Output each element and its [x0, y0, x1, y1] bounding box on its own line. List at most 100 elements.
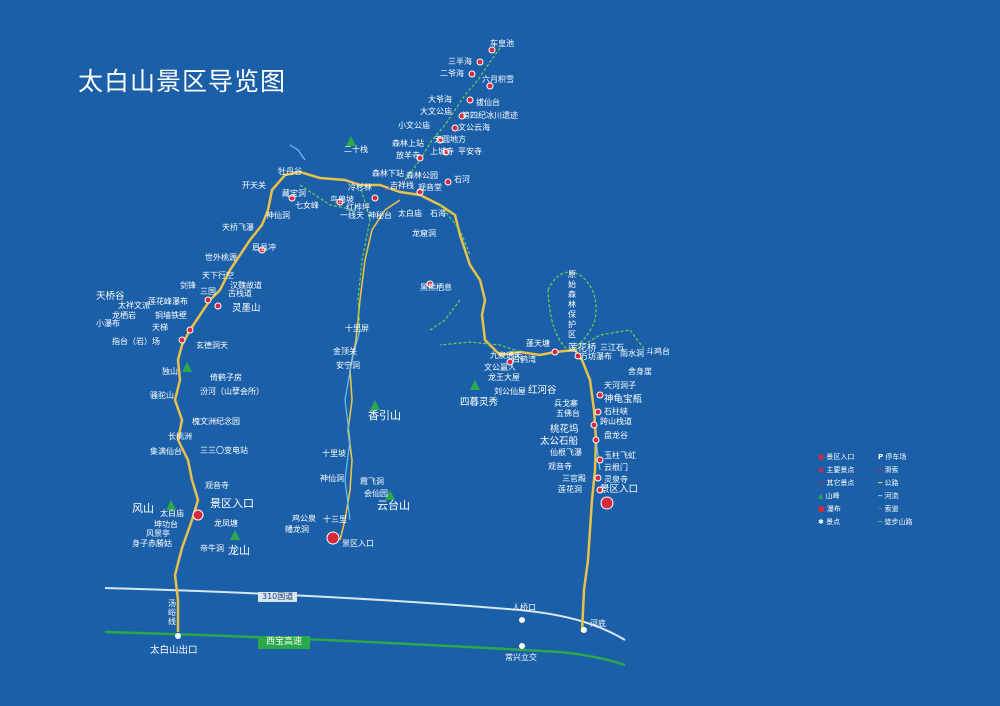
spot-east-14: 天河洞子 — [604, 381, 636, 390]
spot-west-20: 小瀑布 — [96, 319, 120, 328]
spot-east-13: 雨水洞 — [620, 349, 644, 358]
spot-west-24: 莲花峰瀑布 — [148, 297, 188, 306]
spot-west-31: 世外桃源 — [205, 253, 237, 262]
spot-east-5: 文公赢人 — [484, 363, 516, 372]
legend-waterfall-icon: ■ 瀑布 — [818, 505, 841, 513]
spot-east-16: 神龟宝瓶 — [604, 394, 643, 405]
spot-top-18: 吉祥栈 — [390, 181, 414, 190]
spot-east-21: 桃花坞 — [550, 424, 579, 435]
spot-west-27: 汉魏故道 — [230, 281, 262, 290]
east-road — [573, 349, 598, 633]
spot-mid-6: 鸡公泉 — [292, 514, 316, 523]
west-entrance: 景区入口 — [210, 497, 254, 510]
fengshan-label: 风山 — [132, 502, 154, 515]
spot-west-7: 观音寺 — [205, 481, 229, 490]
spot-top-5: 大文公庙 — [420, 107, 452, 116]
spot-west-35: 开天关 — [242, 181, 266, 190]
spot-east-20: 跨山栈道 — [600, 417, 632, 426]
spot-mid-0: 十里屏 — [345, 324, 369, 333]
legend-spot-icon: ✱ 景点 — [818, 518, 841, 526]
spot-east-22: 太公石船 — [540, 436, 579, 447]
spot-west-2: 风景亭 — [146, 529, 170, 538]
legend-parking-icon: P 停车场 — [878, 453, 907, 461]
spot-west-19: 太祥文派 — [118, 301, 150, 310]
longshan-label: 龙山 — [228, 544, 250, 557]
spot-west-37: 藏宝洞 — [282, 189, 306, 198]
spot-top-11: 天圆地方 — [434, 135, 466, 144]
spot-west-3: 身子赤勝姑 — [132, 539, 172, 548]
spot-west-25: 三国 — [200, 287, 216, 296]
spot-top-12: 森林上站 — [392, 139, 424, 148]
spot-west-5: 龙凤塘 — [214, 519, 238, 528]
spot-east-8: 红河谷 — [528, 385, 557, 396]
spot-west-11: 槐文洲纪念园 — [192, 417, 240, 426]
spot-east-11: 三江石 — [600, 343, 624, 352]
spot-east-6: 龙王大屋 — [488, 373, 520, 382]
spot-top-0: 车皇池 — [490, 39, 514, 48]
expressway-xibao — [104, 630, 626, 667]
hiking-trails — [299, 47, 646, 353]
spot-west-32: 眉县冲 — [252, 243, 276, 252]
hedi-place: 河底 — [590, 619, 606, 628]
spot-top-9: 文公云海 — [458, 123, 490, 132]
spot-east-31: 盘龙谷 — [604, 431, 628, 440]
spot-top-23: 太白庙 — [398, 209, 422, 218]
spot-top-28: 一线天 — [340, 211, 364, 220]
spot-west-26: 古栈道 — [228, 289, 252, 298]
forest-reserve-label: 原始森林保护区 — [568, 270, 576, 339]
highway-310-label: 310国道 — [258, 592, 298, 602]
spot-top-30: 龙窟洞 — [412, 229, 436, 238]
spot-top-22: 石海 — [430, 209, 446, 218]
spot-top-19: 观音堂 — [418, 183, 442, 192]
spot-west-14: 倚鹤子房 — [210, 373, 242, 382]
junction-dots — [175, 617, 587, 649]
spot-east-15: 舍身崖 — [628, 367, 652, 376]
xiangyin-label: 香引山 — [368, 409, 401, 422]
spot-east-23: 仙根飞瀑 — [550, 448, 582, 457]
legend-river-icon: ━ 河流 — [878, 492, 899, 500]
changxing-interchange: 常兴立交 — [505, 653, 537, 662]
spot-mid-2: 安宁洞 — [336, 361, 360, 370]
spot-east-18: 石柱峡 — [604, 407, 628, 416]
rivers — [289, 144, 601, 521]
spot-east-3: 白鹤湾 — [512, 355, 536, 364]
spot-mid-1: 金顶关 — [333, 347, 357, 356]
mid-entrance: 景区入口 — [342, 539, 374, 548]
spot-top-17: 森林公园 — [406, 171, 438, 180]
legend-other-spot-icon: ○ 其它景点 — [818, 479, 855, 487]
spot-top-8: 小文公庙 — [398, 121, 430, 130]
spot-west-28: 灵墨山 — [232, 303, 261, 314]
spot-west-10: 长桃洲 — [168, 432, 192, 441]
spot-top-16: 森林下站 — [372, 169, 404, 178]
spot-top-13: 上城寺 — [430, 147, 454, 156]
map-title: 太白山景区导览图 — [78, 67, 287, 96]
expressway-label: 西宝高速 — [258, 636, 311, 649]
peak-markers — [166, 136, 480, 540]
spot-west-30: 天下行空 — [202, 271, 234, 280]
spot-west-29: 剑锋 — [180, 281, 196, 290]
spot-west-1: 坤功台 — [154, 520, 178, 529]
spot-west-18: 天桥谷 — [96, 291, 125, 302]
spot-top-1: 三半海 — [448, 57, 472, 66]
spot-west-36: 牡丹谷 — [278, 167, 302, 176]
spot-east-27: 云根门 — [604, 463, 628, 472]
spot-west-23: 铜墙铁壁 — [155, 311, 187, 320]
spot-east-12: 斗鸡台 — [646, 347, 670, 356]
map-legend: ● 景区入口 P 停车场 ◉ 主要景点 ━ 滑索 ○ 其它景点 ━ 公路 ▲ 山… — [818, 452, 948, 542]
spot-top-2: 二爷海 — [440, 69, 464, 78]
spot-markers — [178, 46, 614, 545]
spot-east-28: 灵泉寺 — [604, 475, 628, 484]
spot-top-15: 平安寺 — [458, 147, 482, 156]
spot-top-25: 冷杉林 — [348, 183, 372, 192]
spot-top-6: 拔仙台 — [476, 98, 500, 107]
spot-top-7: 第四纪冰川遗迹 — [462, 111, 518, 120]
spot-east-9: 莲花桥 — [568, 343, 597, 354]
spot-mid-7: 十三里 — [323, 515, 347, 524]
legend-peak-icon: ▲ 山峰 — [818, 492, 840, 500]
spot-east-10: 万坊瀑布 — [580, 352, 612, 361]
spot-west-0: 太白庙 — [160, 509, 184, 518]
spot-east-0: 黑熊栖息 — [420, 283, 452, 292]
spot-west-8: 三三〇变电站 — [200, 446, 248, 455]
